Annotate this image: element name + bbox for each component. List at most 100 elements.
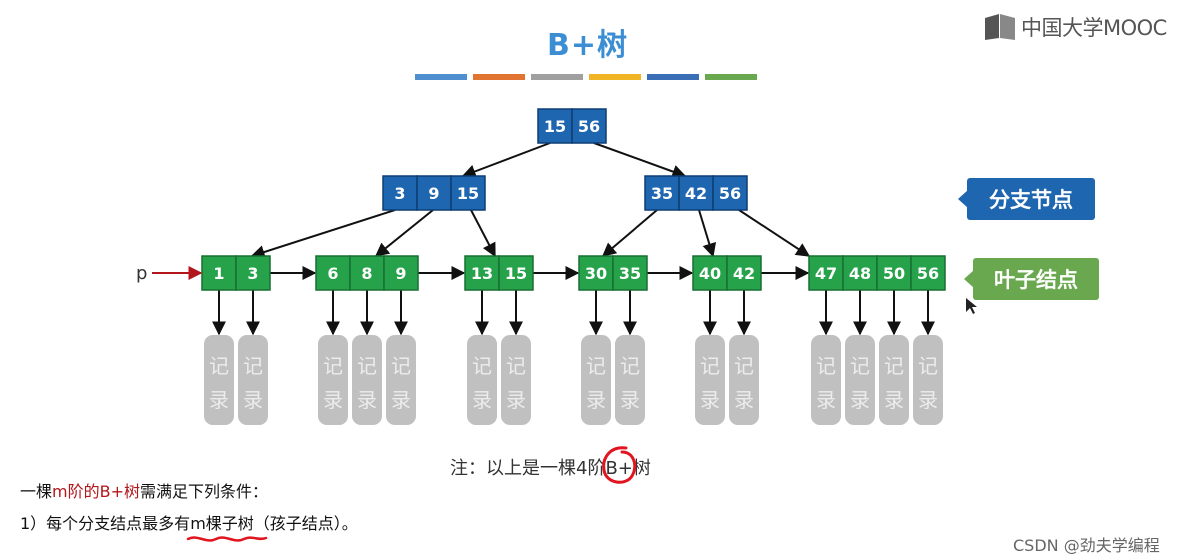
branch-node-cell (450, 175, 486, 211)
branch-node: 3 9 15 (382, 175, 486, 211)
branch-node-key: 42 (685, 184, 707, 203)
record-char: 录 (243, 388, 263, 412)
leaf-node-key: 8 (361, 264, 372, 283)
branch-to-leaf-edge (470, 209, 496, 258)
branch-node-key: 15 (457, 184, 479, 203)
leaf-node-cell (464, 255, 500, 291)
leaf-node-cell (876, 255, 912, 291)
record-char: 录 (506, 388, 526, 412)
record-block-shape (811, 335, 841, 425)
root-to-branch-edge (593, 142, 687, 179)
record-char: 记 (850, 354, 870, 378)
record-char: 记 (918, 354, 938, 378)
title-color-bar (415, 74, 763, 80)
record-char: 录 (850, 388, 870, 412)
branch-node-cell (678, 175, 714, 211)
branch-to-leaf-edge (374, 209, 434, 257)
leaf-node-cell (498, 255, 534, 291)
branch-to-leaf-edge (250, 209, 396, 259)
record-block: 记录 (386, 335, 416, 425)
leaf-node-cell (383, 255, 419, 291)
record-block-shape (318, 335, 348, 425)
record-char: 录 (209, 388, 229, 412)
branch-node-key: 3 (394, 184, 405, 203)
record-char: 录 (391, 388, 411, 412)
branch-node-cell (712, 175, 748, 211)
page-title: B+树 (546, 28, 628, 63)
leaf-node-cell (842, 255, 878, 291)
record-char: 录 (700, 388, 720, 412)
leaf-node-label-box (973, 258, 1099, 300)
branch-to-leaf-edge (698, 209, 717, 258)
condition-intro-b: m阶的B+树 (52, 482, 140, 501)
leaf-node-key: 35 (619, 264, 641, 283)
order-circle-annotation (602, 446, 637, 484)
color-bar-segment (531, 74, 583, 80)
csdn-watermark: CSDN @劲夫学编程 (1013, 536, 1160, 555)
branch-node-key: 56 (719, 184, 741, 203)
record-block-shape (238, 335, 268, 425)
pointer-p-label: p (136, 263, 147, 284)
record-block: 记录 (729, 335, 759, 425)
record-block-shape (501, 335, 531, 425)
underline-annotation (186, 536, 268, 542)
leaf-node-label-text: 叶子结点 (994, 268, 1078, 292)
leaf-node-key: 30 (585, 264, 607, 283)
leaf-node-cell (726, 255, 762, 291)
record-char: 记 (472, 354, 492, 378)
branch-node-label-box (967, 178, 1095, 220)
record-char: 记 (620, 354, 640, 378)
leaf-node-cell (910, 255, 946, 291)
color-bar-segment (705, 74, 757, 80)
record-block-shape (204, 335, 234, 425)
record-char: 记 (884, 354, 904, 378)
condition-1-a: 1）每个分支结点最多有 (20, 514, 191, 533)
note-order: 4阶 (576, 458, 606, 479)
record-char: 记 (323, 354, 343, 378)
leaf-node-key: 40 (699, 264, 721, 283)
color-bar-segment (647, 74, 699, 80)
record-char: 记 (734, 354, 754, 378)
branch-to-leaf-edge (601, 209, 658, 257)
branch-node-key: 35 (651, 184, 673, 203)
record-block-shape (581, 335, 611, 425)
branch-node-label-text: 分支节点 (989, 188, 1073, 212)
mooc-logo-text: 中国大学MOOC (1021, 16, 1167, 40)
color-bar-segment (589, 74, 641, 80)
leaf-node-key: 9 (395, 264, 406, 283)
record-block: 记录 (879, 335, 909, 425)
record-block: 记录 (811, 335, 841, 425)
leaf-node-key: 15 (505, 264, 527, 283)
leaf-node-key: 1 (213, 264, 224, 283)
record-char: 录 (884, 388, 904, 412)
branch-to-leaf-edge (738, 209, 811, 257)
record-char: 记 (357, 354, 377, 378)
record-char: 记 (700, 354, 720, 378)
branch-node: 35 42 56 (644, 175, 748, 211)
leaf-node-key: 47 (815, 264, 837, 283)
branch-node-label: 分支节点 (958, 178, 1095, 220)
record-char: 录 (586, 388, 606, 412)
color-bar-segment (473, 74, 525, 80)
order-note: 注：以上是一棵4阶B+树 (450, 446, 651, 484)
record-block-shape (695, 335, 725, 425)
mouse-cursor-icon (966, 298, 977, 314)
record-char: 录 (472, 388, 492, 412)
root-node-key: 15 (544, 117, 566, 136)
leaf-node-key: 3 (247, 264, 258, 283)
leaf-node-key: 13 (471, 264, 493, 283)
record-block-shape (879, 335, 909, 425)
mooc-logo-icon (983, 12, 1017, 42)
leaf-node-key: 48 (849, 264, 871, 283)
record-char: 记 (391, 354, 411, 378)
record-block: 记录 (695, 335, 725, 425)
leaf-node-cell (612, 255, 648, 291)
branch-node-key: 9 (428, 184, 439, 203)
color-bar-segment (415, 74, 467, 80)
record-char: 录 (816, 388, 836, 412)
